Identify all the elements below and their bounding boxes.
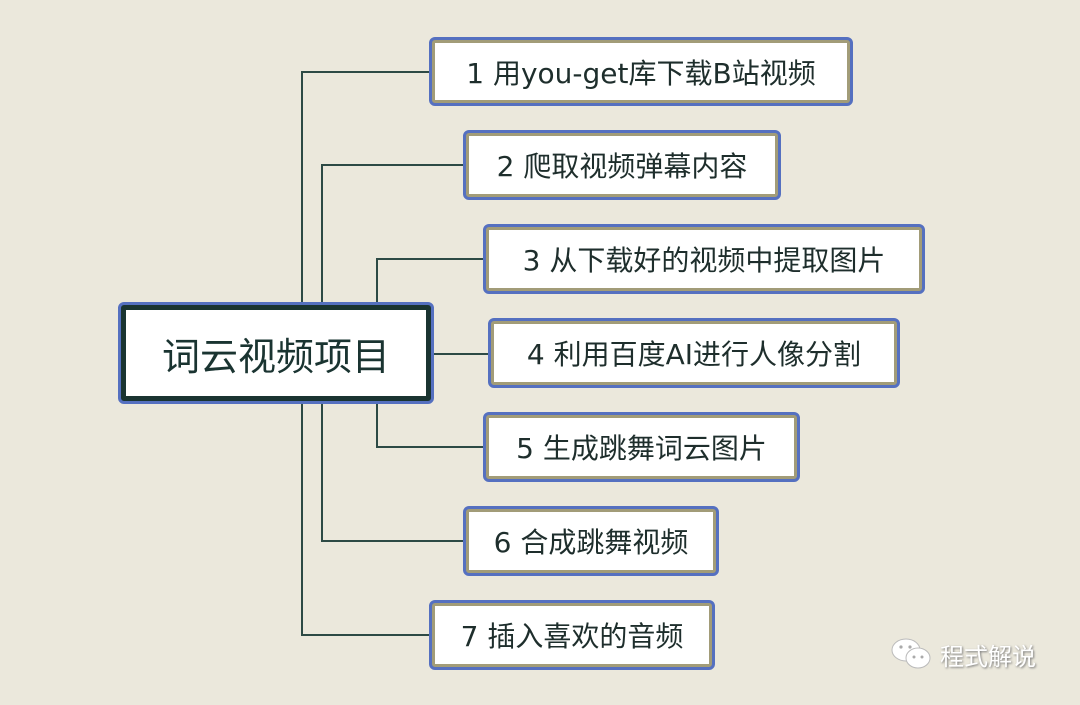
connector <box>301 71 431 73</box>
connector <box>376 404 378 447</box>
connector <box>376 258 485 260</box>
watermark: 程式解说 <box>890 636 1036 672</box>
connector <box>321 404 323 542</box>
child-node-7[interactable]: 7 插入喜欢的音频 <box>429 600 715 670</box>
connector <box>301 404 303 635</box>
connector <box>376 258 378 302</box>
connector <box>434 353 490 355</box>
child-node-2[interactable]: 2 爬取视频弹幕内容 <box>463 130 781 200</box>
child-node-5[interactable]: 5 生成跳舞词云图片 <box>483 412 800 482</box>
node-label: 4 利用百度AI进行人像分割 <box>494 324 894 382</box>
node-label: 2 爬取视频弹幕内容 <box>469 136 775 194</box>
node-label: 1 用you-get库下载B站视频 <box>435 43 847 100</box>
connector <box>376 446 485 448</box>
connector <box>301 71 303 302</box>
child-node-4[interactable]: 4 利用百度AI进行人像分割 <box>488 318 900 388</box>
node-label: 3 从下载好的视频中提取图片 <box>489 230 919 288</box>
node-label: 7 插入喜欢的音频 <box>435 606 709 664</box>
connector <box>321 164 323 302</box>
child-node-1[interactable]: 1 用you-get库下载B站视频 <box>429 37 853 106</box>
node-label: 6 合成跳舞视频 <box>469 512 713 570</box>
connector <box>321 540 465 542</box>
child-node-3[interactable]: 3 从下载好的视频中提取图片 <box>483 224 925 294</box>
root-node-label: 词云视频项目 <box>126 310 426 396</box>
watermark-text: 程式解说 <box>940 642 1036 671</box>
connector <box>321 164 465 166</box>
child-node-6[interactable]: 6 合成跳舞视频 <box>463 506 719 576</box>
wechat-icon <box>891 638 931 669</box>
node-label: 5 生成跳舞词云图片 <box>489 418 794 476</box>
root-node[interactable]: 词云视频项目 <box>118 302 434 404</box>
connector <box>301 634 431 636</box>
